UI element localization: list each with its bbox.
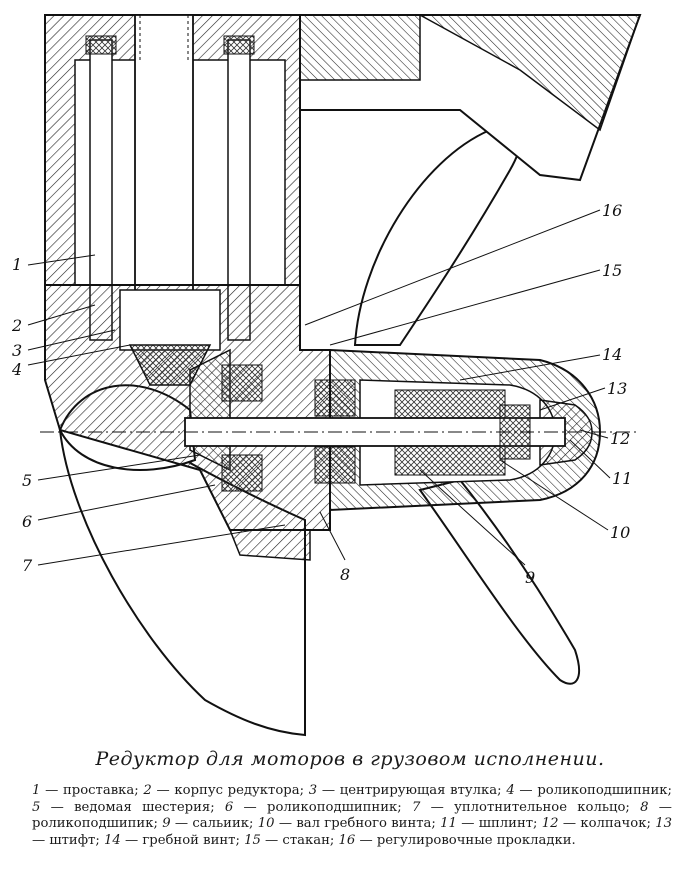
legend-text: — шплинт; [456,816,542,831]
callout-14: 14 [602,345,622,364]
callout-12: 12 [610,429,630,448]
callout-4: 4 [11,360,22,379]
legend-text: — ведомая шестерия; [40,799,225,815]
legend-item: 1 — проставка; [32,783,143,798]
legend-text: — роликоподшипик; [32,799,672,832]
callout-1: 1 [12,255,22,274]
legend-number: 11 [440,816,457,831]
legend-item: 12 — колпачок; [542,816,655,831]
callout-11: 11 [612,469,632,488]
legend-item: 14 — гребной винт; [104,833,244,848]
legend-text: — вал гребного винта; [274,816,441,831]
legend-number: 5 [32,799,41,815]
caption-title: Редуктор для моторов в грузовом исполнен… [95,748,605,770]
legend-number: 12 [541,816,559,831]
callout-8: 8 [340,565,350,584]
roller-bearing-lower [221,454,263,492]
callout-13: 13 [607,379,627,398]
callout-7: 7 [22,556,33,575]
legend-text: — сальиик; [170,816,258,831]
legend-item: 13 — штифт; [32,816,672,848]
legend-item: 2 — корпус редуктора; [143,783,308,798]
legend-text: — корпус редуктора; [151,783,309,798]
legend-item: 6 — роликоподшипник; [225,800,412,815]
callout-9: 9 [525,568,535,587]
legend-number: 3 [308,783,318,798]
callout-2: 2 [11,316,22,335]
propeller-blade-upper [353,125,522,346]
legend-item: 7 — уплотнительное кольцо; [412,800,640,815]
legend-number: 14 [103,832,121,848]
legend-item: 15 — стакан; [244,833,338,848]
legend-number: 8 [640,799,649,815]
callout-10: 10 [610,523,630,542]
callout-5: 5 [22,471,32,490]
legend-text: — гребной винт; [120,832,245,848]
legend-text: — роликоподшипник; [233,799,412,815]
legend-number: 4 [506,783,515,798]
legend-item: 9 — сальиик; [162,816,258,831]
legend-number: 9 [162,816,171,831]
leader-lines [27,209,611,566]
legend-number: 13 [655,816,672,831]
legend-number: 10 [257,816,275,831]
legend-item: 3 — центрирующая втулка; [309,783,507,798]
legend-text: — регулировочные прокладки. [355,832,576,848]
callout-3: 3 [12,341,22,360]
legend-text: — уплотнительное кольцо; [420,799,641,815]
legend-number: 16 [338,832,356,848]
roller-bearing-upper [221,364,263,402]
legend-item: 11 — шплинт; [440,816,542,831]
callout-16: 16 [602,201,622,220]
legend-number: 7 [411,799,421,815]
legend-text: — стакан; [260,832,339,848]
legend-text: — колпачок; [558,816,656,831]
legend-item: 5 — ведомая шестерия; [32,800,225,815]
legend-item: 10 — вал гребного винта; [258,816,440,831]
legend-number: 1 [32,783,41,798]
legend-item: 8 — роликоподшипик; [32,800,672,832]
legend-text: — центрирующая втулка; [317,783,507,798]
callout-6: 6 [22,512,32,531]
propeller-blade-right [418,478,580,685]
skeg [228,529,311,561]
legend-number: 2 [143,783,152,798]
gearbox-drawing: 1 2 3 4 5 6 7 8 9 10 11 12 13 14 15 16 [11,14,642,737]
legend-number: 15 [244,832,261,848]
legend-text: — роликоподшипник; [514,783,672,798]
legend-item: 16 — регулировочные прокладки. [339,833,576,848]
legend-text: — проставка; [40,783,144,798]
callout-15: 15 [602,261,622,280]
caption-legend: 1 — проставка; 2 — корпус редуктора; 3 —… [32,783,672,849]
legend-text: — штифт; [32,832,104,848]
legend-number: 6 [224,799,234,815]
legend-item: 4 — роликоподшипник; [506,783,672,798]
